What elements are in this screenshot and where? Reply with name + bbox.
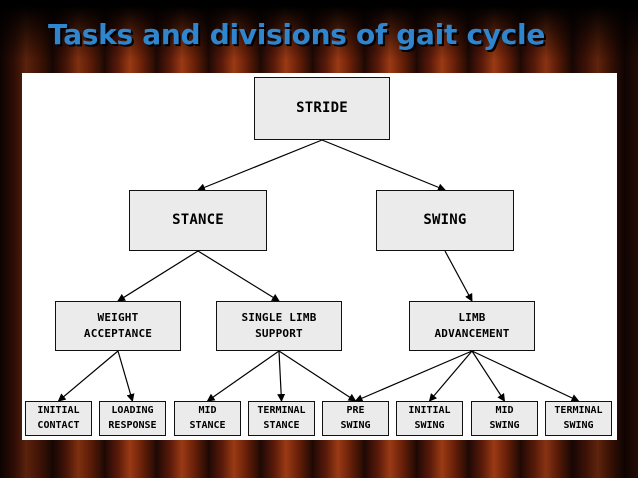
edge-arrow xyxy=(354,350,473,402)
edge-arrow xyxy=(117,250,199,302)
diagram-edges xyxy=(57,139,580,402)
node-weight-acceptance: WEIGHT ACCEPTANCE xyxy=(55,301,181,351)
edge-arrow xyxy=(197,139,323,192)
node-terminal-swing: TERMINAL SWING xyxy=(545,401,612,436)
edge-arrow xyxy=(117,350,135,402)
edge-arrow xyxy=(57,350,119,402)
node-loading-response: LOADING RESPONSE xyxy=(99,401,166,436)
edge-arrow xyxy=(471,350,580,402)
edge-arrow xyxy=(277,350,286,402)
edge-arrow xyxy=(444,250,473,302)
edge-arrow xyxy=(206,350,280,402)
node-single-limb-support: SINGLE LIMB SUPPORT xyxy=(216,301,342,351)
node-swing: SWING xyxy=(376,190,514,251)
node-mid-stance: MID STANCE xyxy=(174,401,241,436)
edge-arrow xyxy=(471,350,506,402)
edge-arrow xyxy=(197,250,280,302)
slide-title: Tasks and divisions of gait cycle xyxy=(48,18,546,51)
edge-arrow xyxy=(278,350,357,402)
node-stance: STANCE xyxy=(129,190,267,251)
node-stride: STRIDE xyxy=(254,77,390,140)
node-initial-contact: INITIAL CONTACT xyxy=(25,401,92,436)
diagram-panel: STRIDE STANCE SWING WEIGHT ACCEPTANCE SI… xyxy=(22,73,617,440)
node-initial-swing: INITIAL SWING xyxy=(396,401,463,436)
node-pre-swing: PRE SWING xyxy=(322,401,389,436)
node-limb-advancement: LIMB ADVANCEMENT xyxy=(409,301,535,351)
node-terminal-stance: TERMINAL STANCE xyxy=(248,401,315,436)
node-mid-swing: MID SWING xyxy=(471,401,538,436)
edge-arrow xyxy=(428,350,473,402)
edge-arrow xyxy=(321,139,446,192)
